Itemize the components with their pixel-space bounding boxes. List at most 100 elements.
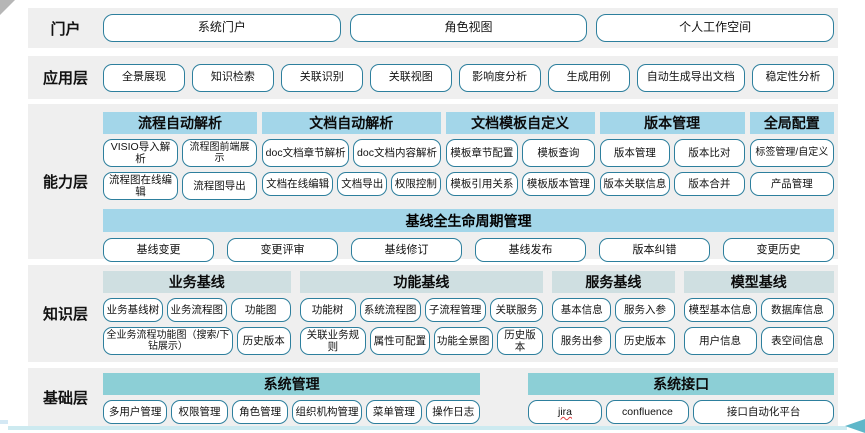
related-business-rule-button[interactable]: 关联业务规则 — [299, 327, 367, 356]
doc-template-custom-header: 文档模板自定义 — [445, 112, 595, 134]
role-mgmt-button[interactable]: 角色管理 — [231, 400, 289, 424]
function-panorama-button[interactable]: 功能全景图 — [433, 327, 493, 356]
auto-generate-export-doc-button[interactable]: 自动生成导出文档 — [636, 63, 746, 92]
baseline-change-button[interactable]: 基线变更 — [103, 238, 214, 263]
knowledge-layer-label: 知识层 — [42, 306, 88, 323]
portal-layer-band: 门户 系统门户 角色视图 个人工作空间 — [28, 8, 838, 48]
impact-analysis-button[interactable]: 影响度分析 — [458, 63, 541, 92]
doc-content-parse-button[interactable]: doc文档内容解析 — [353, 139, 441, 167]
user-info-button[interactable]: 用户信息 — [683, 327, 757, 355]
model-basic-info-button[interactable]: 模型基本信息 — [683, 298, 757, 322]
group-system-mgmt: 系统管理 多用户管理 权限管理 角色管理 组织机构管理 菜单管理 操作日志 — [103, 373, 481, 424]
system-interface-header: 系统接口 — [528, 373, 834, 395]
service-input-button[interactable]: 服务入参 — [615, 298, 675, 322]
knowledge-layer-band: 知识层 业务基线 业务基线树 业务流程图 功能图 全业务流程功能图（搜索/下钻展… — [28, 265, 838, 362]
group-version-mgmt: 版本管理 版本管理 版本比对 版本关联信息 版本合并 — [599, 112, 745, 200]
group-system-interface: 系统接口 jira confluence 接口自动化平台 — [528, 373, 834, 424]
panorama-display-button[interactable]: 全景展现 — [103, 63, 185, 92]
application-layer-band: 应用层 全景展现 知识检索 关联识别 关联视图 影响度分析 生成用例 自动生成导… — [28, 56, 838, 99]
arrow-left-icon — [845, 419, 865, 433]
related-service-button[interactable]: 关联服务 — [489, 298, 544, 322]
menu-mgmt-button[interactable]: 菜单管理 — [365, 400, 423, 424]
doc-online-edit-button[interactable]: 文档在线编辑 — [261, 172, 334, 196]
personal-workspace-button[interactable]: 个人工作空间 — [596, 14, 835, 42]
subflow-mgmt-button[interactable]: 子流程管理 — [424, 298, 486, 322]
database-info-button[interactable]: 数据库信息 — [760, 298, 834, 322]
template-chapter-config-button[interactable]: 模板章节配置 — [445, 139, 519, 167]
role-view-button[interactable]: 角色视图 — [349, 14, 588, 42]
version-mgmt-header: 版本管理 — [599, 112, 745, 134]
doc-chapter-parse-button[interactable]: doc文档章节解析 — [261, 139, 350, 167]
service-baseline-header: 服务基线 — [552, 271, 675, 293]
tag-mgmt-custom-button[interactable]: 标签管理/自定义 — [749, 139, 835, 167]
product-mgmt-button[interactable]: 产品管理 — [749, 172, 835, 196]
version-correction-button[interactable]: 版本纠错 — [599, 238, 710, 263]
business-baseline-tree-button[interactable]: 业务基线树 — [103, 298, 163, 322]
flowchart-export-button[interactable]: 流程图导出 — [181, 172, 257, 201]
flowchart-frontend-display-button[interactable]: 流程图前端展示 — [181, 139, 257, 168]
doc-auto-parse-header: 文档自动解析 — [261, 112, 441, 134]
business-flowchart-button[interactable]: 业务流程图 — [166, 298, 227, 322]
template-query-button[interactable]: 模板查询 — [522, 139, 595, 167]
change-history-button[interactable]: 变更历史 — [723, 238, 834, 263]
function-baseline-header: 功能基线 — [299, 271, 544, 293]
operation-log-button[interactable]: 操作日志 — [426, 400, 481, 424]
template-version-mgmt-button[interactable]: 模板版本管理 — [522, 172, 595, 196]
foundation-layer-label: 基础层 — [42, 390, 88, 407]
version-compare-button[interactable]: 版本比对 — [674, 139, 745, 167]
multi-user-mgmt-button[interactable]: 多用户管理 — [103, 400, 168, 424]
attribute-configurable-button[interactable]: 属性可配置 — [370, 327, 430, 356]
function-history-version-button[interactable]: 历史版本 — [496, 327, 544, 356]
function-tree-button[interactable]: 功能树 — [299, 298, 356, 322]
group-doc-auto-parse: 文档自动解析 doc文档章节解析 doc文档内容解析 文档在线编辑 文档导出 权… — [261, 112, 441, 200]
doc-export-button[interactable]: 文档导出 — [337, 172, 388, 196]
capability-layer-label: 能力层 — [42, 174, 88, 191]
group-model-baseline: 模型基线 模型基本信息 数据库信息 用户信息 表空间信息 — [683, 271, 834, 355]
org-structure-mgmt-button[interactable]: 组织机构管理 — [292, 400, 362, 424]
stability-analysis-button[interactable]: 稳定性分析 — [752, 63, 834, 92]
baseline-release-button[interactable]: 基线发布 — [475, 238, 586, 263]
group-flow-auto-parse: 流程自动解析 VISIO导入解析 流程图前端展示 流程图在线编辑 流程图导出 — [103, 112, 257, 201]
application-layer-label: 应用层 — [42, 70, 88, 87]
jira-button[interactable]: jira — [528, 400, 602, 424]
generate-usecase-button[interactable]: 生成用例 — [547, 63, 630, 92]
interface-automation-platform-button[interactable]: 接口自动化平台 — [693, 400, 834, 424]
group-function-baseline: 功能基线 功能树 系统流程图 子流程管理 关联服务 关联业务规则 属性可配置 功… — [299, 271, 544, 356]
bottom-accent-line — [8, 426, 847, 430]
system-portal-button[interactable]: 系统门户 — [103, 14, 341, 42]
full-business-flow-function-button[interactable]: 全业务流程功能图（搜索/下钻展示） — [103, 327, 233, 355]
group-doc-template-custom: 文档模板自定义 模板章节配置 模板查询 模板引用关系 模板版本管理 — [445, 112, 595, 200]
business-history-version-button[interactable]: 历史版本 — [236, 327, 291, 355]
flowchart-online-edit-button[interactable]: 流程图在线编辑 — [103, 172, 178, 201]
confluence-button[interactable]: confluence — [605, 400, 690, 424]
function-diagram-button[interactable]: 功能图 — [230, 298, 291, 322]
version-mgmt-button[interactable]: 版本管理 — [599, 139, 671, 167]
baseline-lifecycle-header: 基线全生命周期管理 — [103, 209, 834, 233]
service-output-button[interactable]: 服务出参 — [552, 327, 612, 355]
visio-import-parse-button[interactable]: VISIO导入解析 — [103, 139, 178, 168]
knowledge-search-button[interactable]: 知识检索 — [191, 63, 274, 92]
system-mgmt-header: 系统管理 — [103, 373, 481, 395]
group-service-baseline: 服务基线 基本信息 服务入参 服务出参 历史版本 — [552, 271, 675, 355]
global-config-header: 全局配置 — [749, 112, 835, 134]
template-reference-relation-button[interactable]: 模板引用关系 — [445, 172, 519, 196]
relation-view-button[interactable]: 关联视图 — [369, 63, 452, 92]
version-relation-info-button[interactable]: 版本关联信息 — [599, 172, 671, 196]
system-flowchart-button[interactable]: 系统流程图 — [359, 298, 421, 322]
model-baseline-header: 模型基线 — [683, 271, 834, 293]
tablespace-info-button[interactable]: 表空间信息 — [760, 327, 834, 355]
permission-mgmt-button[interactable]: 权限管理 — [171, 400, 228, 424]
capability-layer-band: 能力层 流程自动解析 VISIO导入解析 流程图前端展示 流程图在线编辑 流程图… — [28, 104, 838, 263]
basic-info-button[interactable]: 基本信息 — [552, 298, 612, 322]
relation-identify-button[interactable]: 关联识别 — [280, 63, 363, 92]
change-review-button[interactable]: 变更评审 — [227, 238, 338, 263]
portal-layer-label: 门户 — [50, 20, 81, 38]
business-baseline-header: 业务基线 — [103, 271, 291, 293]
flow-auto-parse-header: 流程自动解析 — [103, 112, 257, 134]
baseline-revise-button[interactable]: 基线修订 — [351, 238, 462, 263]
permission-control-button[interactable]: 权限控制 — [391, 172, 441, 196]
version-merge-button[interactable]: 版本合并 — [674, 172, 745, 196]
bottom-left-accent — [0, 420, 8, 424]
service-history-version-button[interactable]: 历史版本 — [615, 327, 675, 355]
